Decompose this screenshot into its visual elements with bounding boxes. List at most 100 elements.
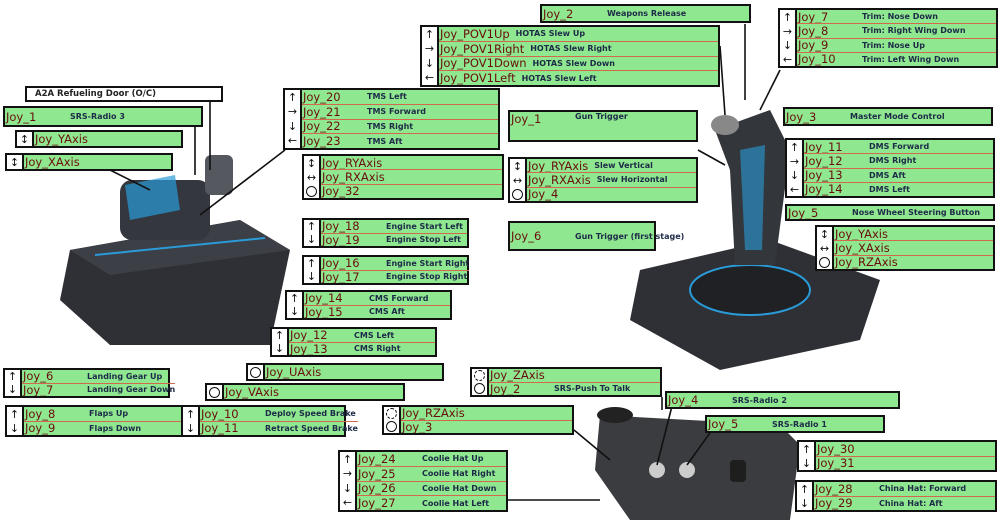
button-id: Joy_25 [358, 466, 396, 481]
binding-description: Coolie Hat Right [422, 469, 496, 479]
throttle-image [60, 155, 290, 345]
binding-a2a-refueling-door: A2A Refueling Door (O/C) [25, 86, 223, 102]
button-id: Joy_2 [490, 382, 521, 396]
icon-column: ↕↔ [817, 227, 834, 269]
arrow-up-icon: ↑ [287, 90, 298, 104]
arrow-up-icon: ↑ [342, 452, 353, 466]
binding-description: TMS Forward [367, 107, 427, 117]
binding-description: China Hat: Aft [879, 498, 943, 508]
button-id: Joy_5 [788, 206, 819, 219]
button-id: Joy_8 [25, 407, 56, 421]
button-id: Joy_POV1Left [440, 71, 516, 85]
button-id: Joy_POV1Right [440, 41, 525, 56]
icon-column: ↕↔ [510, 159, 527, 201]
icon-column: ↑→↓← [285, 90, 302, 148]
button-id: Joy_16 [322, 257, 360, 271]
button-id: Joy_20 [303, 90, 341, 104]
icon-column: ↕↔ [304, 156, 321, 198]
binding-row: Joy_YAxis [34, 132, 181, 146]
binding-description: Trim: Left Wing Down [862, 54, 960, 64]
binding-row: Joy_XAxis [24, 155, 171, 169]
button-id: Joy_26 [358, 481, 396, 496]
button-id: Joy_12 [290, 329, 328, 343]
button-id: Joy_13 [805, 168, 843, 183]
button-id: Joy_17 [322, 270, 360, 284]
button-id: Joy_30 [817, 442, 855, 456]
button-id: Joy_POV1Up [440, 27, 510, 41]
binding-description: SRS-Radio 3 [70, 112, 125, 121]
button-id: Joy_11 [805, 140, 843, 154]
binding-row: Joy_POV1Right HOTAS Slew Right [439, 42, 718, 57]
binding-description: Coolie Hat Left [422, 498, 490, 508]
arrow-right-icon: → [424, 42, 435, 56]
button-circle-icon [817, 255, 832, 269]
arrow-up-down-icon: ↕ [9, 155, 20, 169]
binding-description: Coolie Hat Up [422, 454, 484, 464]
rotary-circle-icon [472, 369, 487, 382]
binding-description: Nose Wheel Steering Button [852, 208, 981, 217]
binding-description: Master Mode Control [850, 112, 945, 121]
binding-description: SRS-Radio 2 [732, 395, 787, 405]
arrow-down-icon: ↓ [424, 56, 435, 70]
arrow-right-icon: → [342, 467, 353, 481]
button-id: Joy_9 [798, 38, 829, 53]
binding-description: Flaps Down [89, 423, 142, 433]
binding-description: HOTAS Slew Right [530, 44, 612, 54]
binding-description: Retract Speed Brake [265, 423, 358, 433]
button-id: Joy_15 [305, 305, 343, 319]
arrow-up-icon: ↑ [306, 257, 317, 270]
binding-row: Joy_4 [527, 188, 696, 201]
binding-description: Engine Stop Left [386, 235, 461, 245]
icon-column: ↑→↓← [422, 27, 439, 85]
button-id: Joy_22 [303, 119, 341, 134]
arrow-up-icon: ↑ [274, 329, 285, 342]
arrow-up-icon: ↑ [799, 482, 810, 496]
arrow-right-icon: → [782, 24, 793, 38]
binding-description: China Hat: Forward [879, 484, 967, 494]
button-id: Joy_12 [805, 154, 843, 168]
binding-row: Joy_RZAxis [834, 256, 993, 269]
button-id: Joy_23 [303, 134, 341, 148]
icon-column: ↕ [17, 132, 34, 146]
button-id: Joy_27 [358, 496, 396, 510]
button-id: Joy_4 [528, 187, 559, 201]
button-id: Joy_RXAxis [322, 170, 385, 184]
button-id: Joy_RZAxis [835, 255, 898, 269]
binding-description: Slew Vertical [594, 161, 653, 171]
arrow-down-icon: ↓ [9, 421, 20, 435]
binding-description: Trim: Nose Down [862, 12, 938, 22]
arrow-up-icon: ↑ [289, 292, 300, 305]
binding-description: HOTAS Slew Up [515, 29, 586, 39]
joystick-image [630, 110, 880, 370]
arrow-up-icon: ↑ [9, 407, 20, 421]
icon-column: ↑↓ [304, 257, 321, 283]
arrow-up-icon: ↑ [306, 220, 317, 233]
icon-column [207, 385, 224, 399]
arrow-down-icon: ↓ [185, 421, 196, 435]
button-id: Joy_13 [290, 342, 328, 356]
